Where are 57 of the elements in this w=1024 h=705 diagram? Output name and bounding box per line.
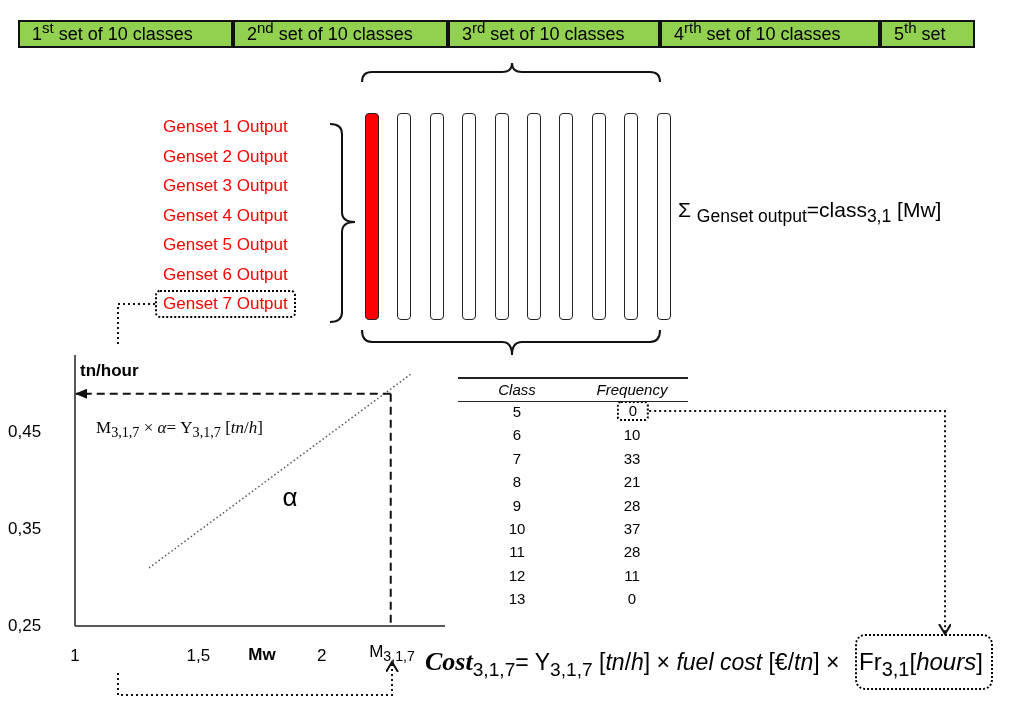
- table-cell: 28: [623, 496, 641, 514]
- tick-label: 1,5: [186, 646, 211, 666]
- table-cell: 13: [508, 589, 526, 607]
- arrow: [117, 661, 399, 696]
- table-cell: 12: [508, 566, 526, 584]
- class-set-segment: 2$^{nd}$ set of 10 classes: [233, 20, 448, 48]
- axis-value-label: M$_{3,1,7}$: [369, 642, 415, 662]
- cost-formula: Cost$_{3,1,7}$= Y$_{3,1,7}$ [tn/h] × fuel cost [€/tn] ×: [425, 647, 840, 677]
- tick-label: 2: [316, 646, 327, 666]
- table-cell: 28: [623, 542, 641, 560]
- class-bar: [429, 113, 444, 320]
- class-bar: [591, 113, 606, 320]
- table-cell: 10: [623, 425, 641, 443]
- tick-label: 1: [70, 646, 80, 666]
- genset-output-label: Genset 2 Output: [163, 146, 288, 167]
- table-cell: 8: [512, 472, 522, 490]
- table-cell: 21: [623, 472, 641, 490]
- arrow: [648, 410, 952, 635]
- table-cell: 7: [512, 449, 522, 467]
- formula-annotation: M$_{3,1,7}$ × α= Y$_{3,1,7}$ [tn/h]: [96, 418, 263, 438]
- table-cell: 10: [508, 519, 526, 537]
- class-bar: [397, 113, 412, 320]
- hours-term: Fr$_{3,1}$[hours]: [855, 634, 993, 690]
- column-header: Frequency: [596, 380, 668, 398]
- table-cell: 9: [512, 496, 522, 514]
- class-bar: [462, 113, 477, 320]
- class-bar: [494, 113, 509, 320]
- axis-title: Mw: [248, 645, 276, 665]
- axis-title: tn/hour: [80, 361, 139, 381]
- genset-output-label: Genset 6 Output: [163, 264, 288, 285]
- table-cell: 37: [623, 519, 641, 537]
- class-bar: [559, 113, 574, 320]
- tick-label: 0,45: [8, 422, 42, 443]
- class-bar: [656, 113, 671, 320]
- slope-symbol: α: [282, 481, 298, 513]
- table-cell: 33: [623, 449, 641, 467]
- genset-output-label: Genset 1 Output: [163, 117, 288, 137]
- class-set-segment: 5$^{th}$ set: [880, 20, 975, 48]
- table-cell: 11: [509, 542, 525, 560]
- class-set-segment: 1$^{st}$ set of 10 classes: [18, 20, 233, 48]
- genset-output-label: Genset 4 Output: [163, 205, 288, 226]
- table-cell: 11: [624, 566, 640, 584]
- class-set-segment: 3$^{rd}$ set of 10 classes: [448, 20, 660, 48]
- highlighted-genset-label: Genset 7 Output: [155, 290, 296, 318]
- connector-line: [117, 303, 156, 346]
- genset-output-label: Genset 5 Output: [163, 235, 288, 255]
- class-bar: [365, 113, 379, 320]
- table-cell: 6: [512, 425, 522, 443]
- genset-output-label: Genset 3 Output: [163, 176, 288, 196]
- class-set-segment: 4$^{rth}$ set of 10 classes: [660, 20, 880, 48]
- tick-label: 0,25: [8, 616, 42, 636]
- table-cell: 5: [512, 402, 522, 420]
- tick-label: 0,35: [8, 519, 42, 540]
- table-cell: 0: [627, 589, 637, 607]
- column-header: Class: [498, 380, 536, 398]
- class-bar: [527, 113, 541, 320]
- class-bar: [624, 113, 639, 320]
